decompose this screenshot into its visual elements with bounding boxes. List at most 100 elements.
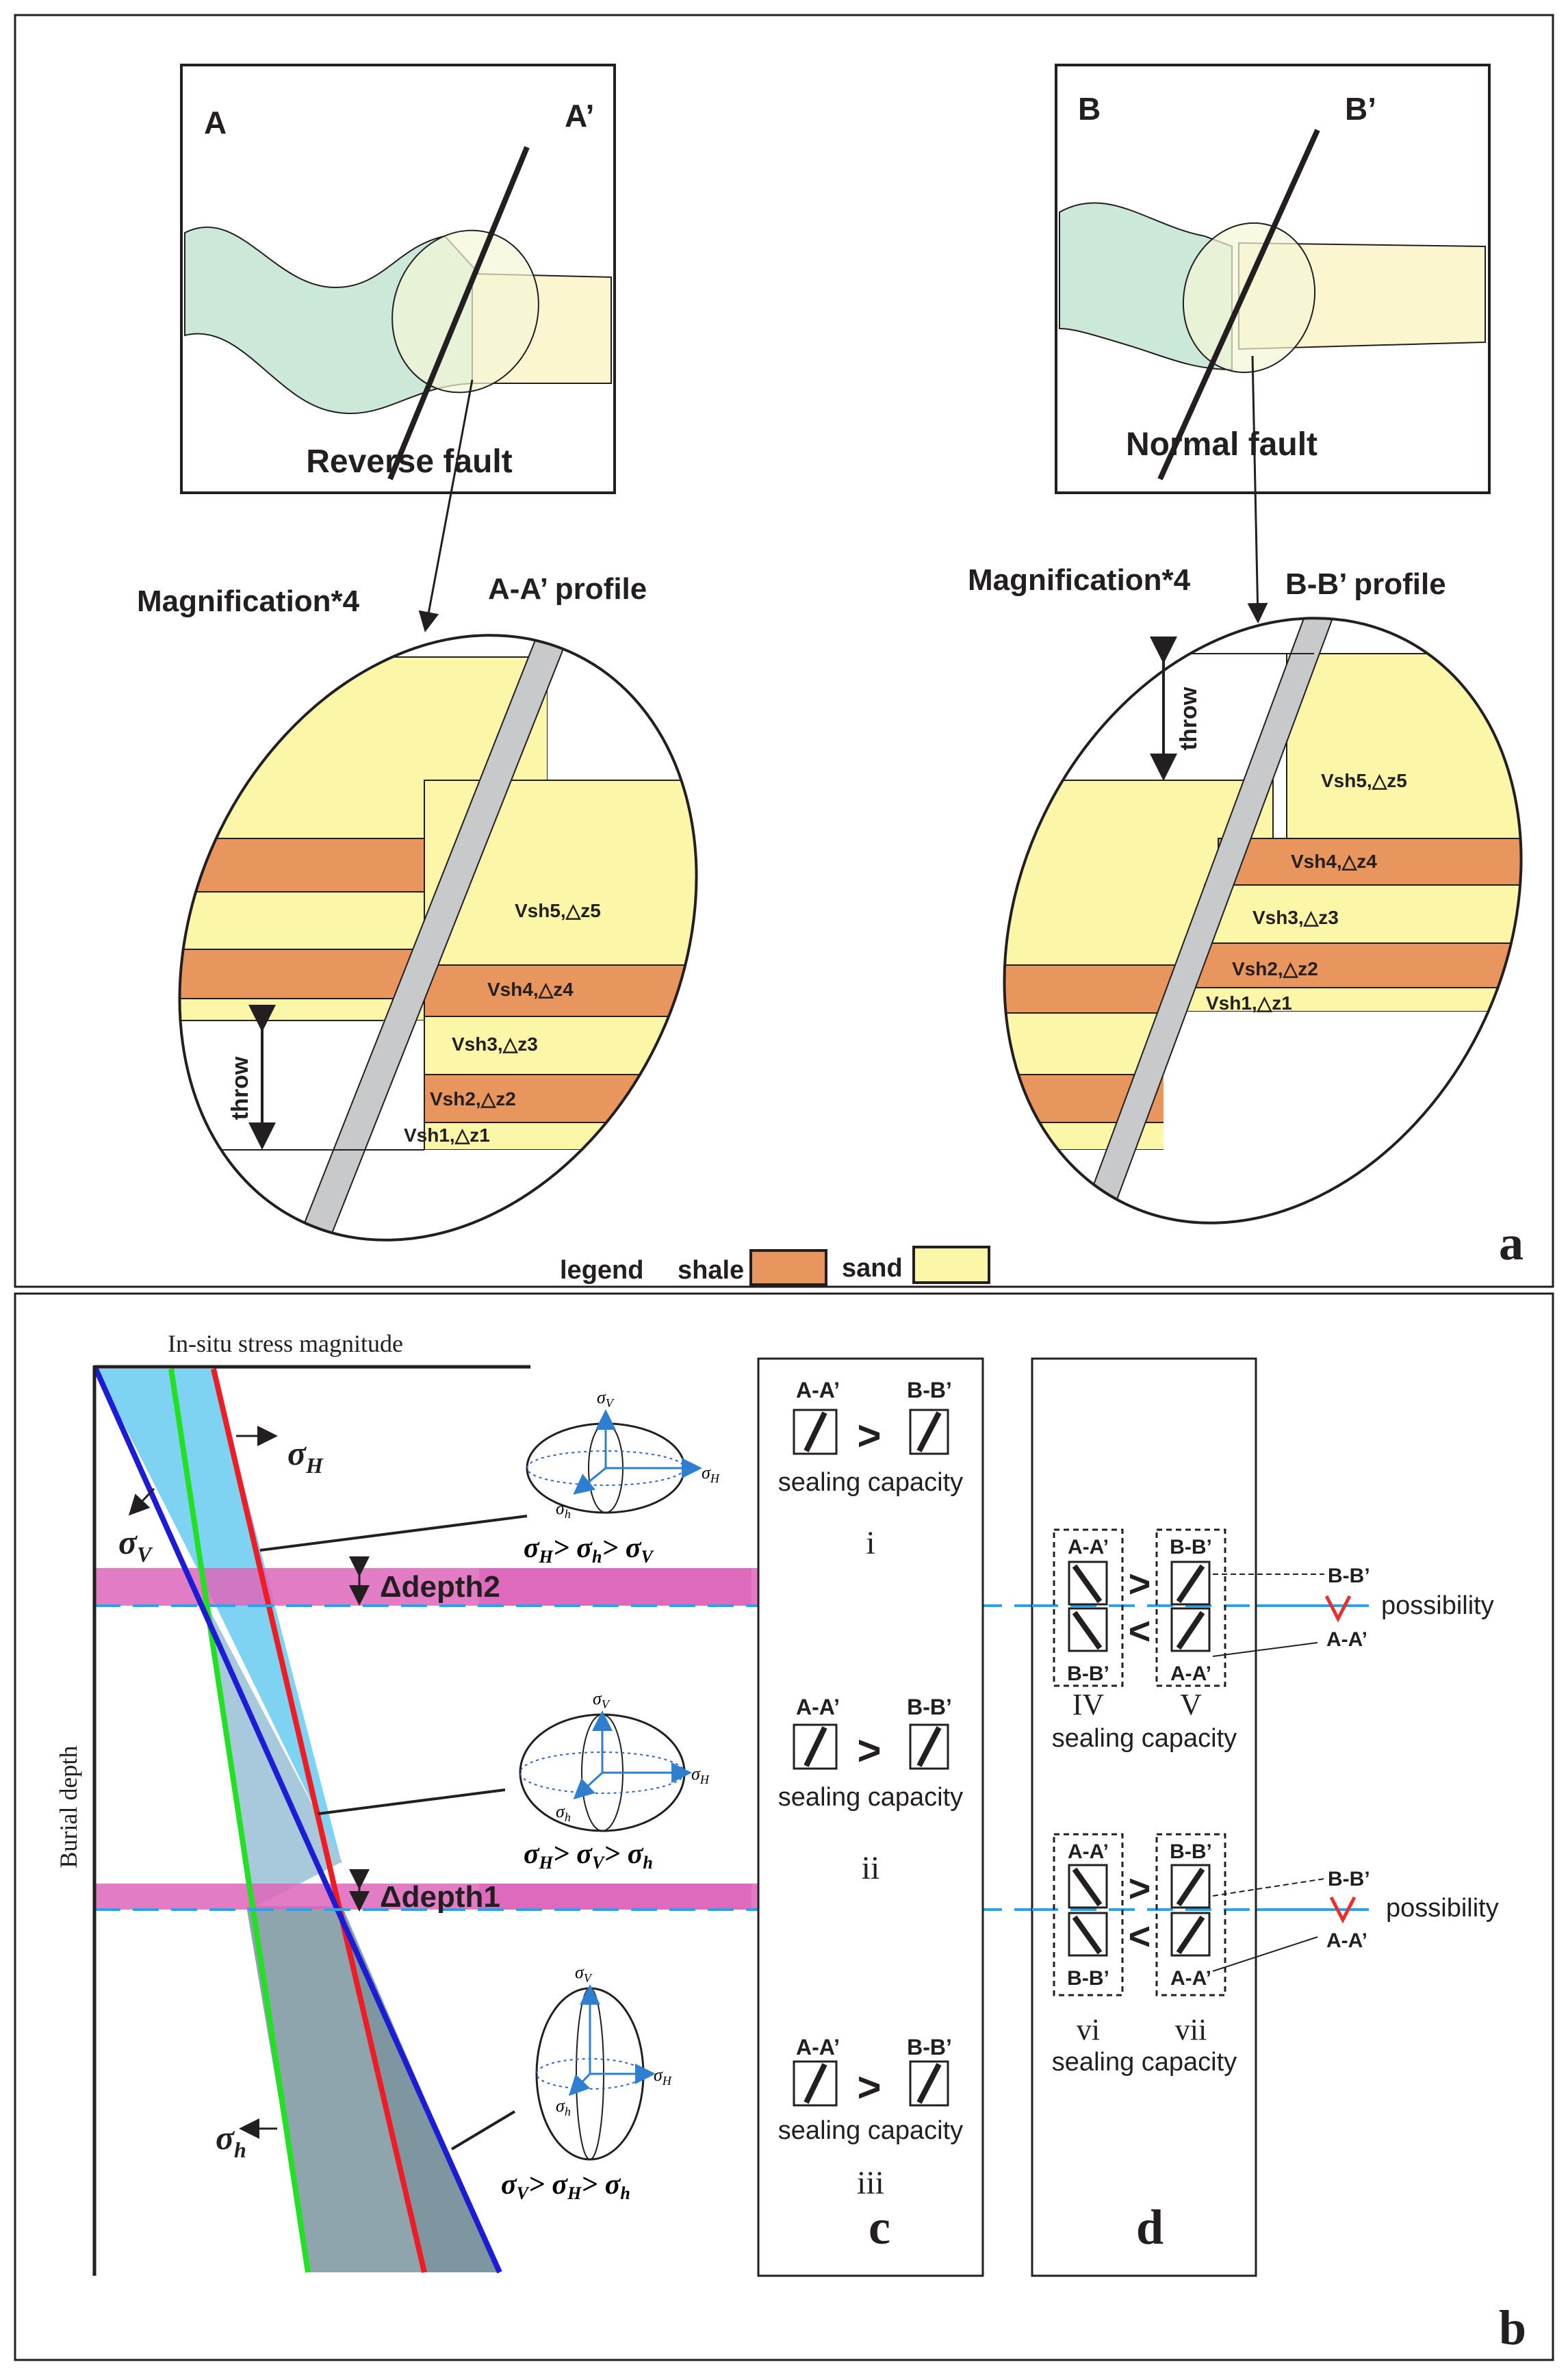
left-map-corner-a: A [204,105,227,140]
panel-d-group-2: A-A’ B-B’ > < B-B’ A-A’ vi vii sealing c… [1052,1833,1499,2077]
c2-left-fault [804,1726,827,1767]
right-fw-shale-4 [1218,838,1561,886]
sigma-h-sub: h [234,2138,246,2162]
left-map: A A’ Reverse fault [180,64,616,494]
d2-pointer-bottom-label: A-A’ [1326,1929,1367,1952]
right-fw-shale-2 [1190,942,1561,988]
d1-bl-fault [1072,1610,1103,1650]
d1-check-icon [1324,1595,1352,1623]
left-layer-1: Vsh1,△z1 [404,1125,490,1146]
c3-left-label: A-A’ [796,2035,840,2059]
d2-pointer-bottom [1212,1936,1318,1972]
d2-tr-fault [1176,1867,1205,1907]
c1-caption: sealing capacity [778,1468,963,1497]
left-profile: throw Vsh5,△z5 Vsh4,△z4 Vsh3,△z3 Vsh2,△z… [164,615,712,1287]
panel-c-row-3: A-A’ B-B’ > sealing capacity iii [778,2035,963,2201]
d1-tr: B-B’ [1170,1536,1212,1558]
d1-pointer-bottom [1212,1642,1318,1657]
panel-b: In-situ stress magnitude Burial depth σH… [14,1292,1554,2361]
sigma-V-sub: V [137,1542,153,1567]
left-profile-title: A-A’ profile [488,572,647,606]
right-layer-1: Vsh1,△z1 [1206,992,1292,1014]
d1-roman-right: V [1180,1688,1202,1721]
left-layer-4: Vsh4,△z4 [487,979,574,1000]
right-profile: throw Vsh5,△z5 Vsh4,△z4 Vsh3,△z3 Vsh2,△z… [944,602,1561,1299]
panel-c-row-2: A-A’ B-B’ > sealing capacity ii [778,1695,963,1886]
left-throw-label: throw [227,1056,253,1120]
d1-bl: B-B’ [1067,1662,1109,1685]
c2-op: > [857,1728,881,1773]
c3-roman: iii [857,2165,884,2201]
d1-possibility: possibility [1381,1591,1494,1620]
d1-caption: sealing capacity [1052,1724,1237,1753]
right-magnify-arrow [1247,355,1268,624]
order-1: σH> σh> σV [524,1532,655,1567]
d1-op-top: > [1129,1562,1151,1605]
ellipsoid-1: σV σH σh σH> σh> σV [259,1387,720,1567]
d2-pointer-top-label: B-B’ [1328,1868,1370,1890]
d2-roman-right: vii [1175,2013,1207,2046]
left-profile-ellipse [178,634,698,1242]
depth2-label: Δdepth2 [380,1570,500,1604]
panel-c-letter: c [869,2200,890,2255]
left-magnify-arrow [418,379,474,632]
c3-op: > [857,2064,881,2110]
right-magnification-label: Magnification*4 [968,563,1191,597]
left-map-fault-title: Reverse fault [306,444,512,480]
right-map-fault-line [1157,129,1320,480]
sigma-V-arrow [128,1487,155,1516]
right-profile-title: B-B’ profile [1285,567,1446,601]
sigma-h-label: σh [216,2118,246,2162]
d1-tl: A-A’ [1068,1536,1109,1558]
depth1-band-ext [479,1884,758,1910]
right-map-corner-b: B [1078,91,1101,127]
d1-br: A-A’ [1170,1662,1211,1685]
c2-right-fault [916,1726,942,1767]
sigma-h-max-line [211,1368,427,2273]
d2-possibility: possibility [1386,1894,1499,1923]
panel-a: A A’ Reverse fault B B’ Normal fault Mag… [14,14,1561,1299]
left-map-fault-line [387,146,530,480]
d1-tr-fault [1176,1564,1205,1604]
panel-d-frame [1031,1357,1257,2277]
ellipsoid-2-H-label: σH [691,1764,710,1786]
ellipsoid-2-h-axis [573,1771,604,1800]
right-layer-5: Vsh5,△z5 [1321,770,1407,791]
c2-caption: sealing capacity [778,1783,963,1812]
left-magnification-label: Magnification*4 [137,585,360,618]
d1-br-fault [1176,1610,1205,1650]
panel-a-frame [14,14,1554,1288]
stress-plot [94,1368,751,2274]
ellipsoid-1-pointer [259,1515,528,1552]
order-3: σV> σH> σh [501,2169,630,2203]
sigma-v-line [94,1368,502,2274]
d2-br: A-A’ [1170,1967,1211,1990]
right-fw-sand-5 [1286,653,1561,839]
left-fw-shale-4 [424,964,712,1017]
c1-left-fault [804,1411,827,1452]
d2-br-fault [1176,1915,1205,1955]
d2-tr-box [1170,1864,1211,1909]
right-throw-label: throw [1176,686,1202,750]
d1-op-bottom: < [1129,1609,1151,1652]
c2-roman: ii [862,1850,880,1886]
ellipsoid-3-pointer [450,2110,516,2151]
right-fw-sand-3 [1204,884,1561,944]
sigma-H-sub: H [305,1453,324,1478]
c1-roman: i [866,1525,875,1561]
depth2-band-ext [479,1568,758,1606]
right-map-ellipse [1182,222,1316,374]
ellipsoid-1-v-label: σV [597,1387,615,1410]
panel-b-frame [14,1292,1554,2361]
d2-pointer-top [1212,1878,1325,1897]
c1-left-label: A-A’ [796,1378,840,1402]
left-layer-5: Vsh5,△z5 [515,900,601,921]
d2-op-bottom: < [1129,1914,1151,1957]
right-profile-ellipse [1003,617,1523,1224]
depth1-label: Δdepth1 [380,1880,500,1914]
right-layer-4: Vsh4,△z4 [1291,851,1377,872]
ellipsoid-2-v-label: σV [593,1689,611,1711]
d2-tl-fault [1072,1867,1103,1907]
right-layer-3: Vsh3,△z3 [1252,907,1339,928]
